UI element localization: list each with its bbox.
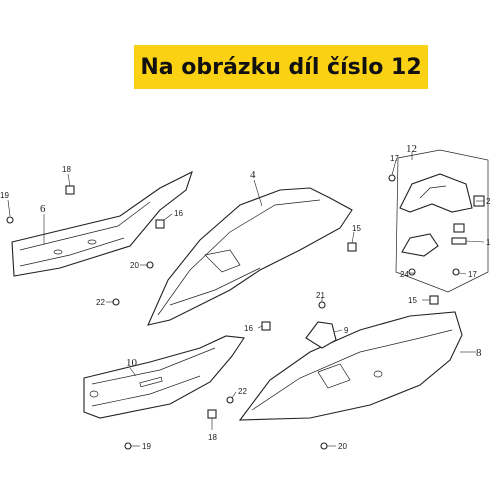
callout-19-top: 19 bbox=[0, 191, 9, 200]
callout-21: 21 bbox=[316, 291, 325, 300]
callout-15-right: 15 bbox=[408, 296, 417, 305]
nut-15-mid bbox=[347, 242, 357, 252]
part-8-side-cover bbox=[238, 311, 463, 421]
screw-17-right bbox=[452, 268, 460, 276]
screw-22-low bbox=[226, 396, 234, 404]
callout-20-left: 20 bbox=[130, 261, 139, 270]
callout-9: 9 bbox=[344, 326, 349, 335]
callout-18-top: 18 bbox=[62, 165, 71, 174]
callout-15-mid: 15 bbox=[352, 224, 361, 233]
part-12-cover-piece bbox=[399, 173, 473, 213]
callout-1: 1 bbox=[486, 238, 491, 247]
part-12-group-frame bbox=[395, 149, 489, 293]
callout-labels: 19 6 18 16 4 20 22 15 16 21 9 15 8 17 12… bbox=[0, 143, 491, 451]
callout-6: 6 bbox=[40, 203, 46, 215]
part-6-rail-cover bbox=[11, 170, 193, 277]
callout-10: 10 bbox=[126, 357, 138, 369]
callout-20-low: 20 bbox=[338, 442, 347, 451]
part-1-emblem bbox=[401, 233, 439, 257]
screw-17-top bbox=[388, 174, 396, 182]
callout-19-low: 19 bbox=[142, 442, 151, 451]
screw-24 bbox=[408, 268, 416, 276]
callout-17-top: 17 bbox=[390, 154, 399, 163]
nut-15-right bbox=[429, 295, 439, 305]
callout-18-low: 18 bbox=[208, 433, 217, 442]
part-4-side-cover bbox=[147, 187, 353, 326]
callout-2: 2 bbox=[486, 197, 491, 206]
callout-16-top: 16 bbox=[174, 209, 183, 218]
screw-19-low bbox=[124, 442, 132, 450]
banner-text: Na obrázku díl číslo 12 bbox=[140, 54, 422, 80]
callout-17-right: 17 bbox=[468, 270, 477, 279]
screw-18-low bbox=[207, 409, 217, 419]
part-1-trim bbox=[451, 237, 467, 245]
nut-16-mid bbox=[261, 321, 271, 331]
callout-12: 12 bbox=[406, 143, 417, 155]
nut-16-top bbox=[155, 219, 165, 229]
callout-16-mid: 16 bbox=[244, 324, 253, 333]
callout-8: 8 bbox=[476, 347, 482, 359]
screw-21 bbox=[318, 301, 326, 309]
screw-20-low bbox=[320, 442, 328, 450]
part-12-small-cover bbox=[395, 149, 489, 293]
callout-24: 24 bbox=[400, 270, 409, 279]
part-number-banner: Na obrázku díl číslo 12 bbox=[134, 45, 428, 89]
callout-22-left: 22 bbox=[96, 298, 105, 307]
part-10-lower-cover bbox=[83, 335, 245, 419]
callout-22-low: 22 bbox=[238, 387, 247, 396]
leader-lines bbox=[7, 152, 485, 447]
screw-18-top bbox=[65, 185, 75, 195]
screw-19-top bbox=[6, 216, 14, 224]
part-2-clip-b bbox=[453, 223, 465, 233]
callout-4: 4 bbox=[250, 169, 256, 181]
fasteners bbox=[6, 174, 460, 450]
